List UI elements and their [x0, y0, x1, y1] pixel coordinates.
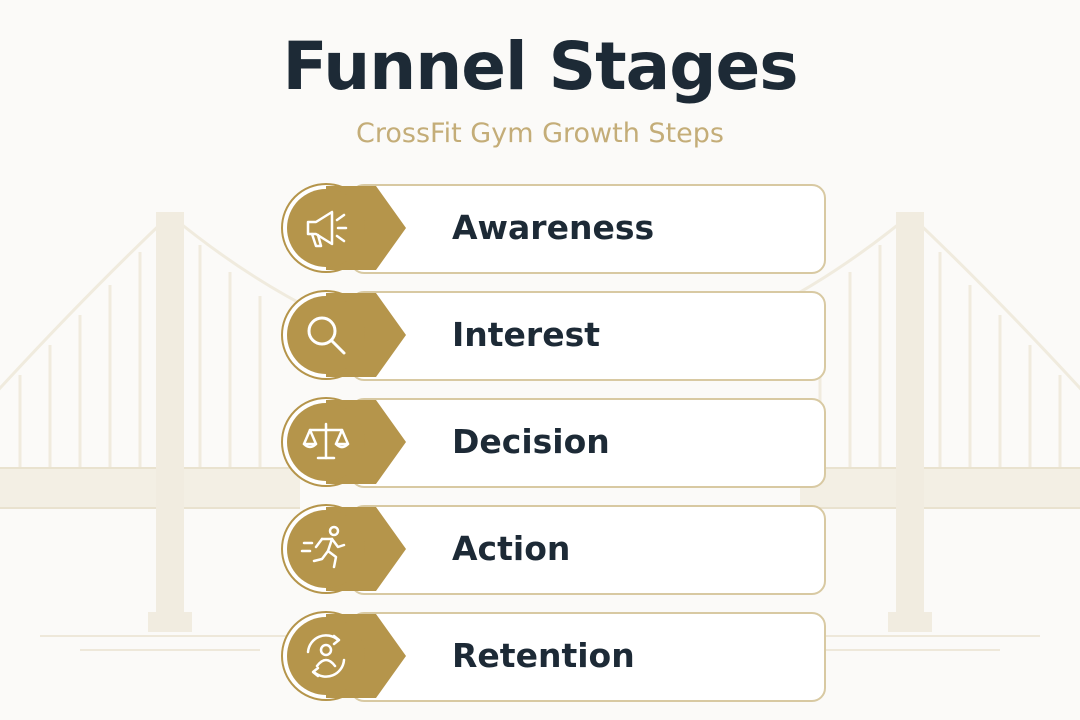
stage-badge: [281, 504, 406, 594]
stage-retention: Retention: [280, 610, 826, 702]
stage-label: Awareness: [452, 208, 655, 247]
stage-decision: Decision: [280, 396, 826, 488]
stage-label: Interest: [452, 315, 601, 354]
stage-card: [350, 184, 826, 274]
person-cycle-icon: [306, 634, 346, 678]
page-subtitle: CrossFit Gym Growth Steps: [356, 118, 724, 149]
scales-icon: [302, 422, 350, 460]
megaphone-icon: [306, 210, 348, 248]
stage-card: [350, 505, 826, 595]
stage-badge: [281, 290, 406, 380]
stage-card: [350, 398, 826, 488]
stage-card: [350, 612, 826, 702]
stage-action: Action: [280, 503, 826, 595]
magnifier-icon: [307, 316, 346, 355]
stage-awareness: Awareness: [280, 182, 826, 274]
stage-label: Action: [452, 529, 571, 568]
page-title: Funnel Stages: [282, 28, 798, 105]
stage-badge: [281, 183, 406, 273]
stage-card: [350, 291, 826, 381]
stage-label: Retention: [452, 636, 635, 675]
stage-interest: Interest: [280, 289, 826, 381]
runner-icon: [300, 525, 346, 569]
stage-label: Decision: [452, 422, 610, 461]
